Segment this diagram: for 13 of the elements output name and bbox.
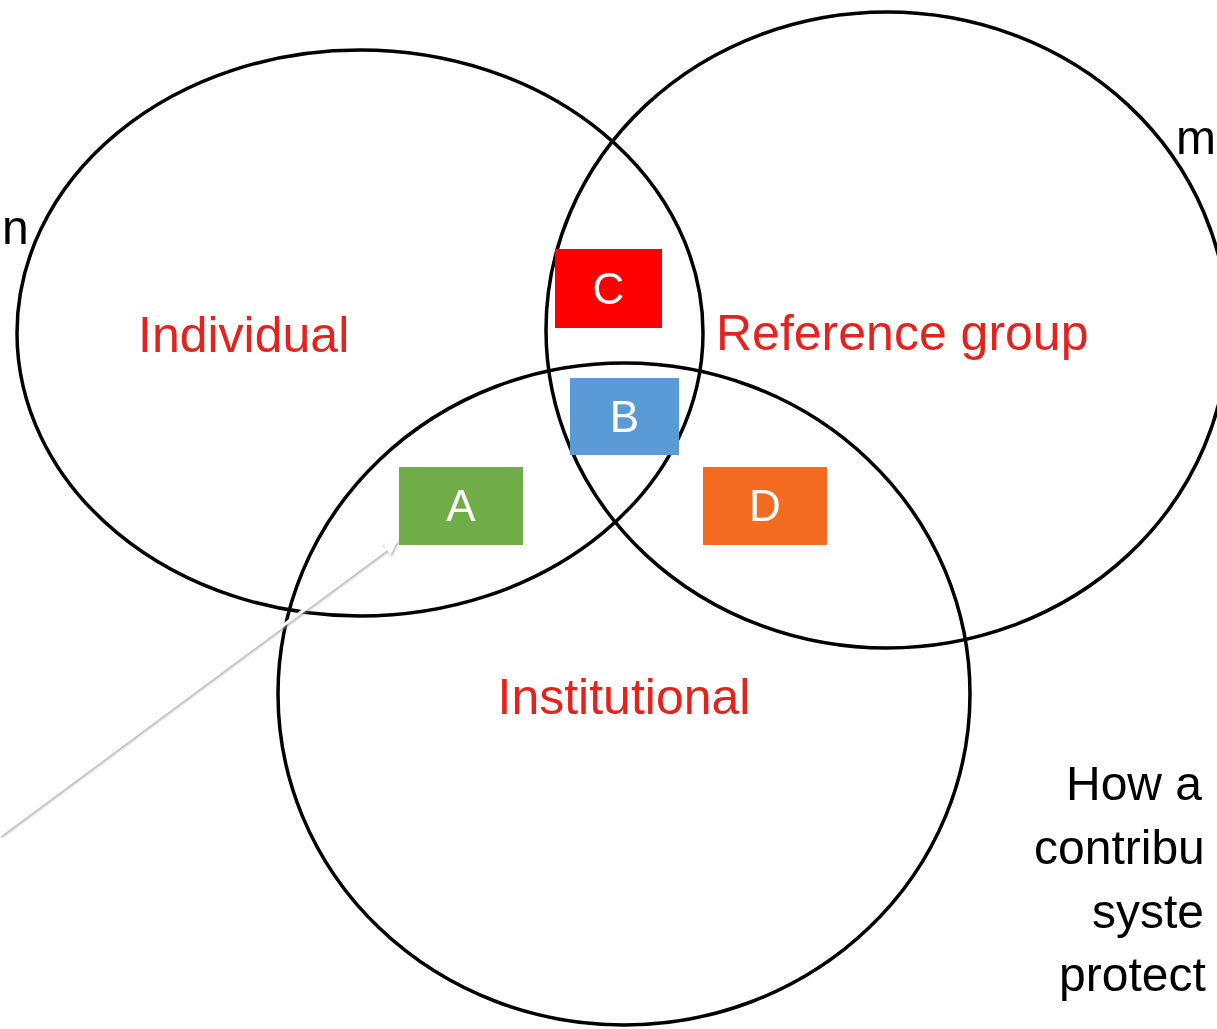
text-fragment: How a (1066, 756, 1203, 812)
letter-tag: C (555, 249, 662, 328)
letter-tag: B (570, 378, 679, 455)
text-fragment: m (1176, 110, 1216, 166)
text-fragment: contribu (1034, 820, 1205, 876)
letter-tag: A (399, 467, 523, 545)
circle-label: Reference group (716, 304, 1089, 362)
circle-label: Individual (138, 306, 350, 364)
text-fragment: n (2, 200, 29, 256)
text-fragment: protect (1059, 947, 1206, 1003)
circle-label: Institutional (497, 668, 751, 726)
letter-tag: D (703, 467, 827, 545)
text-fragment: syste (1092, 884, 1205, 940)
